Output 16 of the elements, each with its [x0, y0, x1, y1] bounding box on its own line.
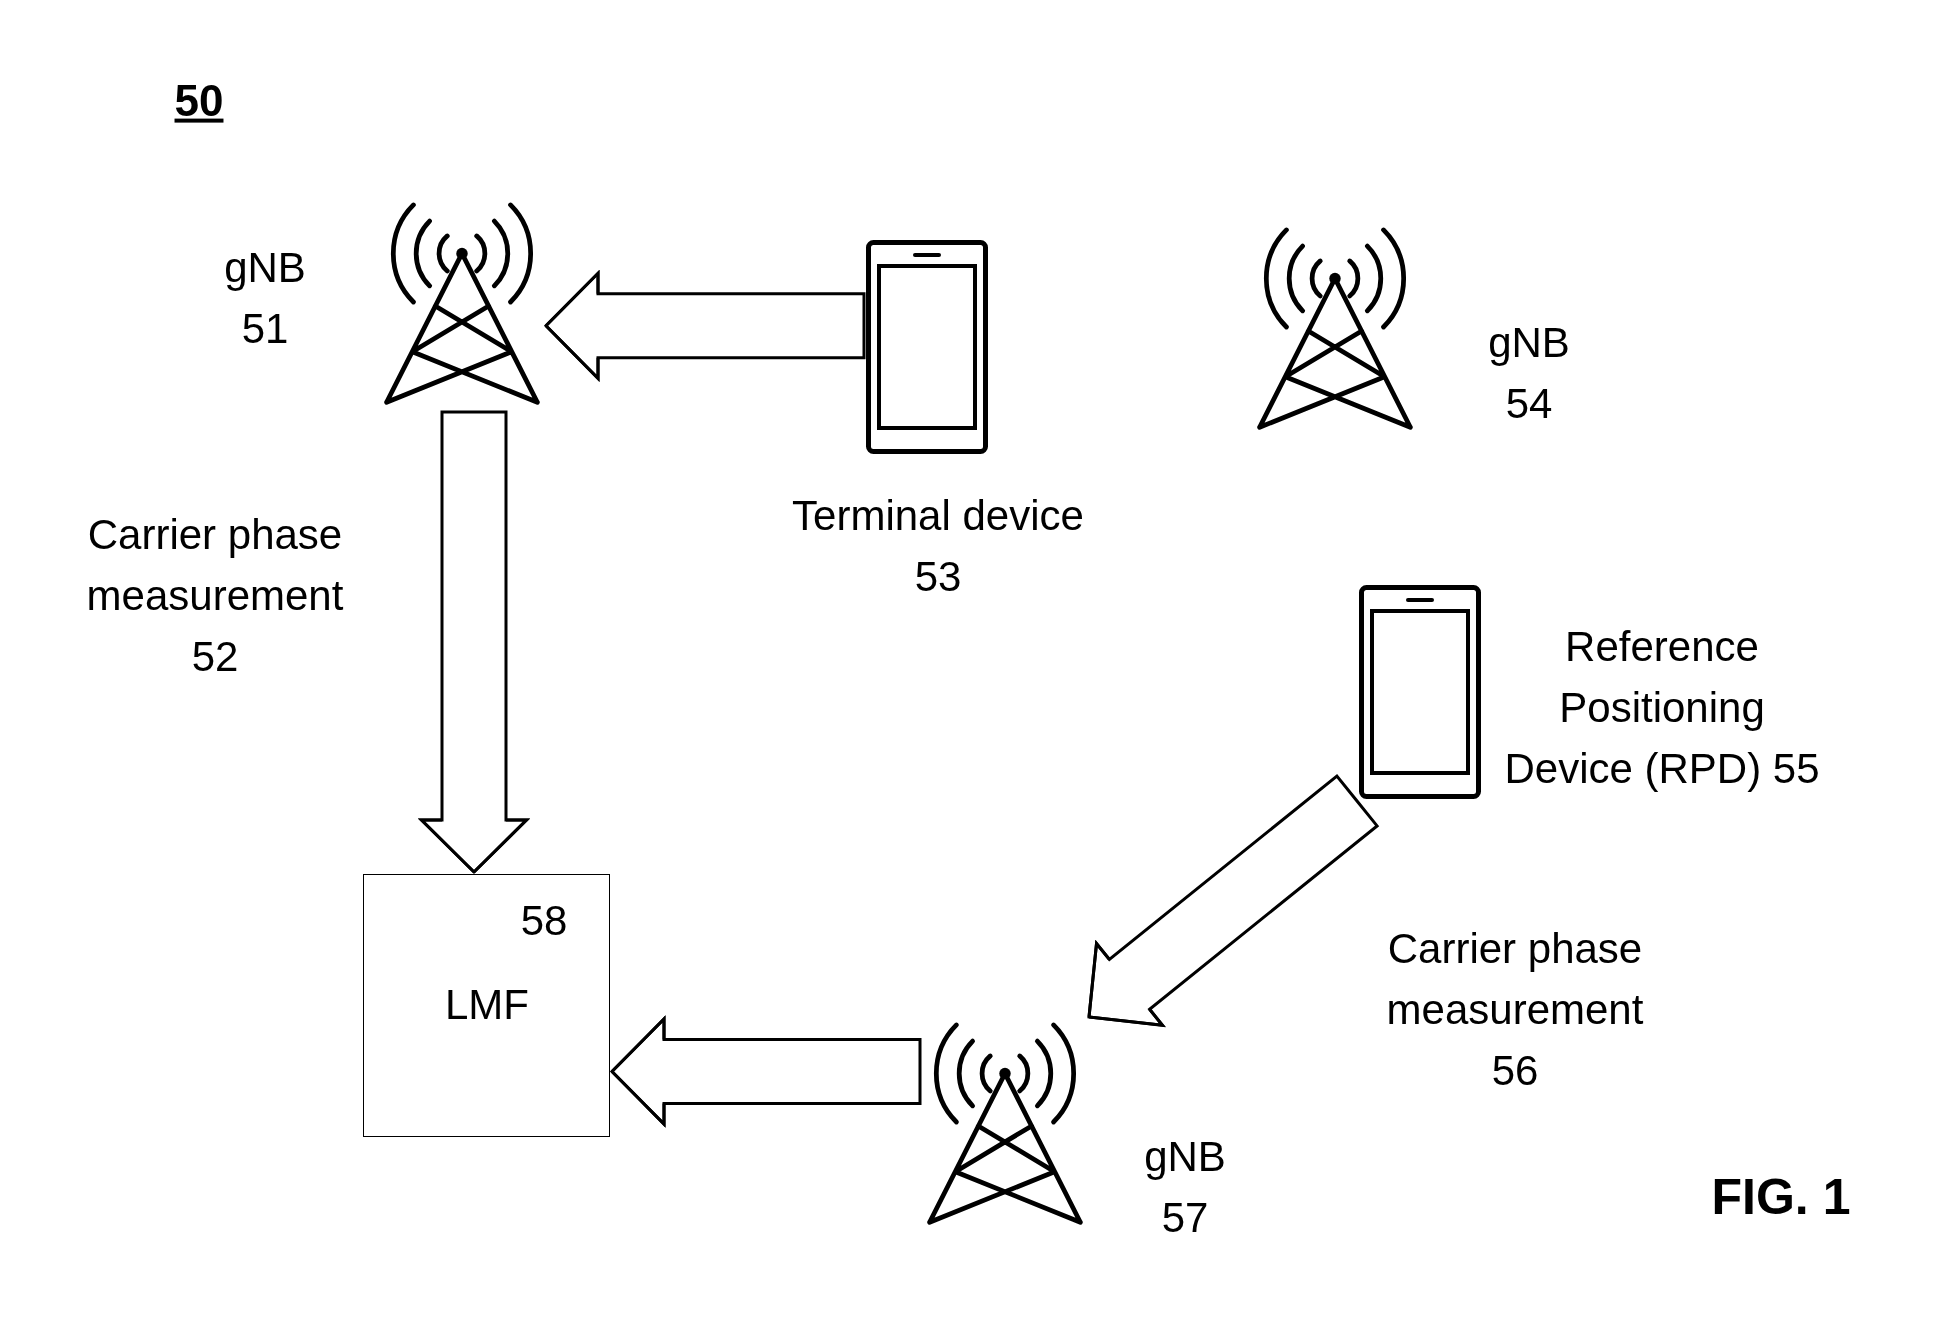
figure-number: 50	[174, 74, 224, 127]
node-label: gNB 57	[1143, 1132, 1227, 1243]
function-box	[363, 874, 610, 1137]
block-arrow	[544, 269, 866, 382]
node-label: gNB 51	[223, 243, 307, 354]
block-arrow	[1087, 774, 1380, 1028]
node-label: Terminal device 53	[791, 491, 1085, 602]
function-label: LMF	[445, 979, 529, 1030]
node-label: gNB 54	[1487, 318, 1571, 429]
edge-label: Carrier phase measurement 52	[85, 509, 345, 682]
reference-number: 58	[520, 895, 568, 946]
node-label: Reference Positioning Device (RPD) 55	[1503, 622, 1821, 794]
block-arrow	[610, 1015, 922, 1128]
edge-label: Carrier phase measurement 56	[1385, 923, 1645, 1096]
figure-label: FIG. 1	[1711, 1168, 1851, 1227]
block-arrow	[417, 410, 531, 874]
